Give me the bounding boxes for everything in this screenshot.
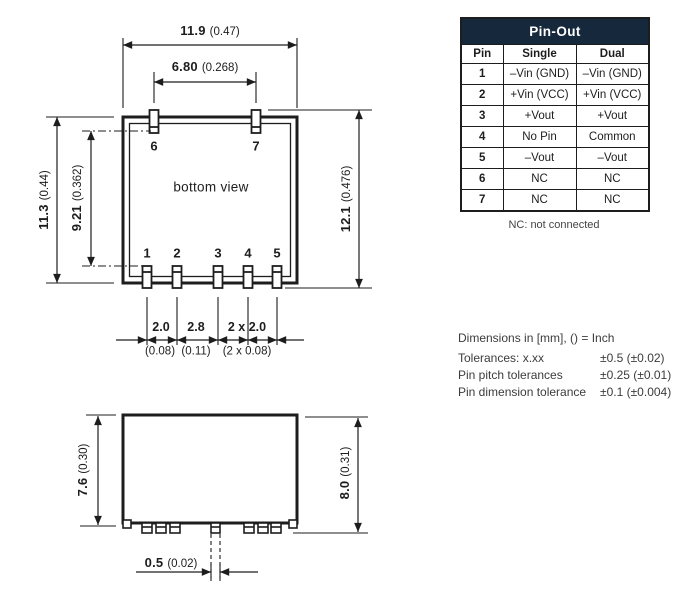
pin-cell: 1: [460, 63, 504, 85]
dim-label-body-width: 11.9(0.47): [180, 22, 240, 38]
side-view-pins: [141, 522, 282, 534]
dim-lines-overall-height: [268, 109, 372, 289]
pin-label-7: 7: [252, 138, 260, 154]
pinout-col-single: Single: [502, 44, 577, 64]
dim-lines-top-pin-pitch: [153, 72, 257, 103]
pinout-footnote: NC: not connected: [508, 219, 600, 231]
pin-label-3: 3: [214, 245, 222, 261]
dim-label-pitch-3-inch: (2 x 0.08): [222, 345, 272, 358]
table-row: 5 –Vout –Vout: [460, 147, 650, 169]
note-pin-pitch-label: Pin pitch tolerances: [458, 368, 563, 382]
dim-lines-pin-width: [136, 534, 258, 581]
dim-label-pitch-3-mm: 2 x 2.0: [227, 319, 267, 334]
view-title-bottom-view: bottom view: [173, 179, 249, 195]
dim-lines-pin-span-height: [82, 130, 151, 267]
dual-cell: NC: [575, 168, 650, 190]
note-tolerance-label: Tolerances: x.xx: [458, 351, 545, 365]
dim-lines-side-overall-height: [293, 416, 368, 534]
pin-label-6: 6: [150, 138, 158, 154]
pinout-table: Pin-Out Pin Single Dual 1 –Vin (GND) –Vi…: [460, 17, 651, 212]
dim-label-pin-span-height: 9.21(0.362): [68, 164, 84, 232]
dual-cell: NC: [575, 189, 650, 212]
dim-label-pin-width: 0.5(0.02): [144, 554, 198, 570]
pin-cell: 5: [460, 147, 504, 169]
table-row: 6 NC NC: [460, 168, 650, 190]
table-row: 3 +Vout +Vout: [460, 105, 650, 127]
dim-lines-body-width: [122, 38, 298, 108]
package-outline-side-view: [121, 413, 299, 525]
note-tolerance-value: ±0.5 (±0.02): [600, 351, 665, 365]
pinout-col-pin: Pin: [460, 44, 504, 64]
dual-cell: –Vout: [575, 147, 650, 169]
dim-label-top-pin-pitch: 6.80(0.268): [171, 58, 239, 74]
pin-label-4: 4: [244, 245, 252, 261]
note-pin-dimension-value: ±0.1 (±0.004): [600, 385, 672, 399]
table-row: 7 NC NC: [460, 189, 650, 212]
dual-cell: +Vout: [575, 105, 650, 127]
note-pin-dimension-label: Pin dimension tolerance: [458, 385, 587, 399]
bottom-pins-1-5: [141, 265, 283, 289]
pin-label-5: 5: [273, 245, 281, 261]
single-cell: +Vout: [502, 105, 577, 127]
side-view-corner-feet: [122, 519, 298, 529]
dual-cell: Common: [575, 126, 650, 148]
single-cell: NC: [502, 189, 577, 212]
table-row: 1 –Vin (GND) –Vin (GND): [460, 63, 650, 85]
pinout-col-dual: Dual: [575, 44, 650, 64]
note-dimensions-units: Dimensions in [mm], () = Inch: [458, 331, 615, 345]
single-cell: –Vin (GND): [502, 63, 577, 85]
dual-cell: –Vin (GND): [575, 63, 650, 85]
single-cell: +Vin (VCC): [502, 84, 577, 106]
dim-lines-pin-pitch-chain: [116, 297, 304, 345]
dual-cell: +Vin (VCC): [575, 84, 650, 106]
dim-label-side-overall-height: 8.0(0.31): [336, 446, 352, 500]
pinout-table-title: Pin-Out: [460, 17, 650, 45]
single-cell: –Vout: [502, 147, 577, 169]
dim-label-side-body-height: 7.6(0.30): [74, 443, 90, 497]
dim-label-pitch-1-inch: (0.08): [144, 345, 176, 358]
single-cell: No Pin: [502, 126, 577, 148]
single-cell: NC: [502, 168, 577, 190]
dim-lines-side-body-height: [80, 414, 116, 527]
table-row: 4 No Pin Common: [460, 126, 650, 148]
dim-lines-body-height: [46, 116, 114, 284]
pin-cell: 6: [460, 168, 504, 190]
dim-label-overall-height: 12.1(0.476): [337, 165, 353, 233]
top-pins-6-7: [148, 109, 262, 134]
pin-cell: 4: [460, 126, 504, 148]
dim-label-body-height: 11.3(0.44): [35, 170, 51, 230]
pin-cell: 3: [460, 105, 504, 127]
note-pin-pitch-value: ±0.25 (±0.01): [600, 368, 672, 382]
pin-cell: 2: [460, 84, 504, 106]
package-outline-bottom-view: [121, 115, 299, 285]
pin-cell: 7: [460, 189, 504, 212]
dim-label-pitch-2-inch: (0.11): [181, 345, 211, 358]
pin-label-2: 2: [173, 245, 181, 261]
pin-label-1: 1: [143, 245, 151, 261]
dim-label-pitch-2-mm: 2.8: [187, 319, 205, 334]
dim-label-pitch-1-mm: 2.0: [152, 319, 170, 334]
table-row: 2 +Vin (VCC) +Vin (VCC): [460, 84, 650, 106]
